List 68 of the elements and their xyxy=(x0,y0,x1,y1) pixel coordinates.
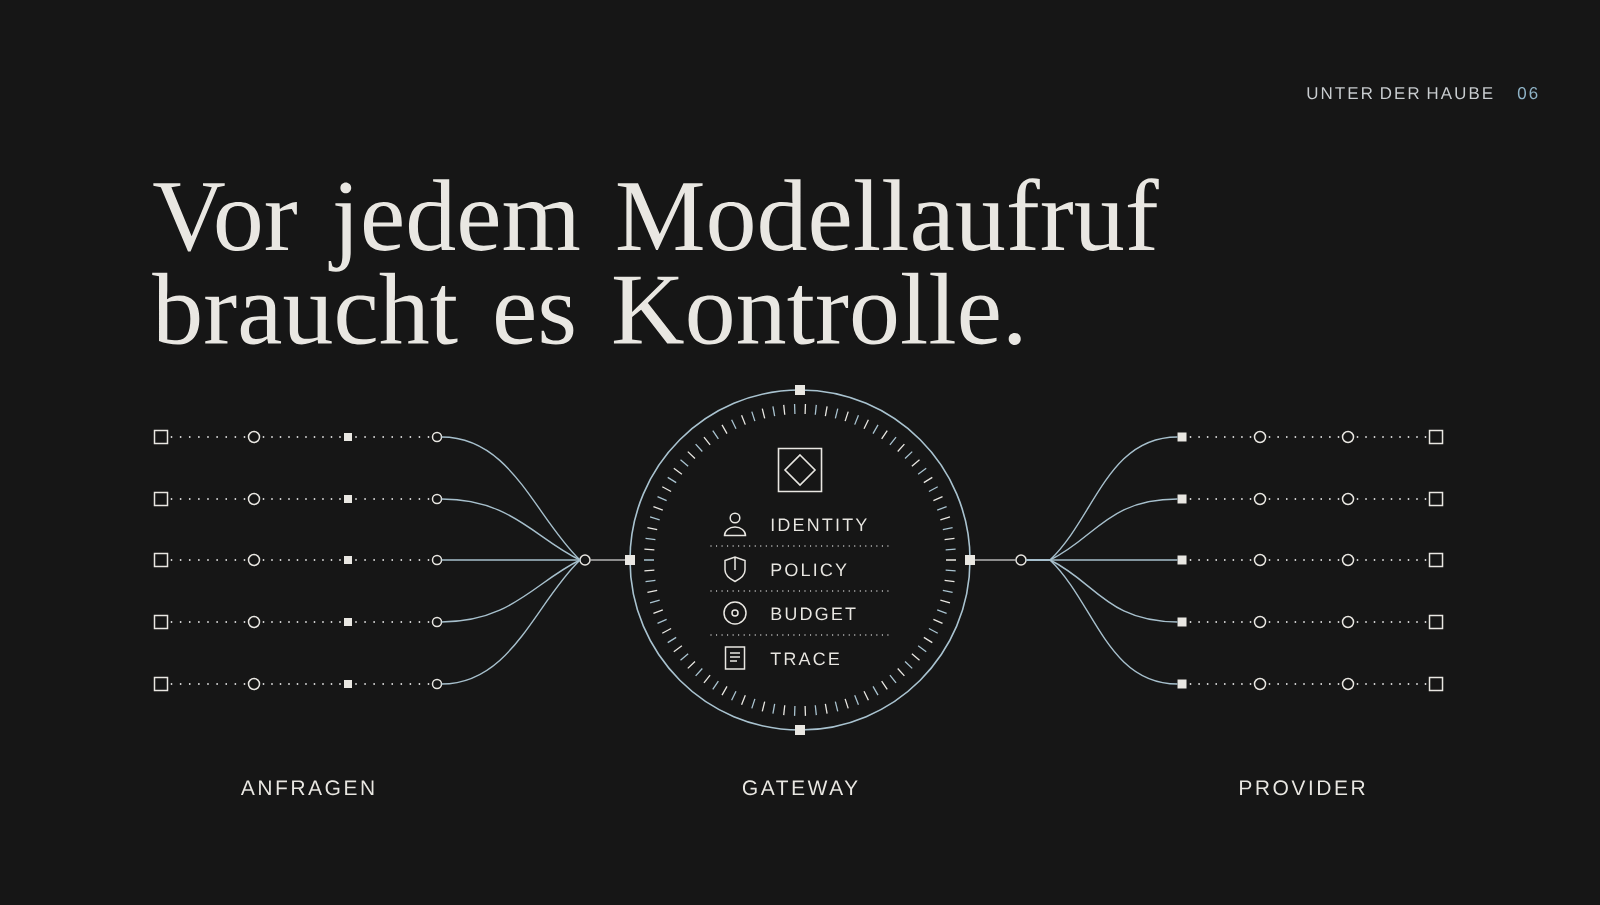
square-marker xyxy=(1177,679,1187,689)
square-marker xyxy=(1177,617,1187,627)
headline: Vor jedem Modellaufruf braucht es Kontrolle. xyxy=(152,178,1159,345)
dotted-line xyxy=(262,436,341,438)
dotted-line xyxy=(1268,621,1340,623)
dotted-line xyxy=(262,559,341,561)
square-marker xyxy=(1428,552,1444,568)
dotted-line xyxy=(1356,498,1427,500)
section-label: UNTER DER HAUBE xyxy=(1307,87,1493,100)
dotted-line xyxy=(1189,621,1252,623)
square-marker xyxy=(1177,494,1187,504)
dotted-line xyxy=(170,621,246,623)
curved-line xyxy=(440,559,581,685)
dotted-line xyxy=(355,498,430,500)
square-marker xyxy=(344,618,352,626)
dotted-line xyxy=(355,436,430,438)
dotted-line xyxy=(1268,559,1340,561)
square-marker xyxy=(344,495,352,503)
square-marker xyxy=(153,491,169,507)
connector-line xyxy=(440,559,581,561)
column-label: GATEWAY xyxy=(742,780,858,796)
square-marker xyxy=(1428,614,1444,630)
dotted-line xyxy=(262,683,341,685)
square-marker xyxy=(1428,676,1444,692)
dotted-line xyxy=(1189,559,1252,561)
square-marker xyxy=(153,552,169,568)
dotted-line xyxy=(170,683,246,685)
dotted-line xyxy=(262,498,341,500)
dotted-line xyxy=(1268,683,1340,685)
dotted-line xyxy=(170,559,246,561)
square-marker xyxy=(153,676,169,692)
dotted-line xyxy=(355,683,430,685)
connector-line xyxy=(974,559,1017,561)
dotted-line xyxy=(1356,436,1427,438)
item-label: BUDGET xyxy=(771,607,856,621)
item-label: TRACE xyxy=(770,652,840,666)
square-marker xyxy=(1177,432,1187,442)
dotted-line xyxy=(355,559,430,561)
item-label: POLICY xyxy=(771,563,847,577)
dotted-line xyxy=(1268,498,1340,500)
dotted-line xyxy=(1268,436,1340,438)
dotted-line xyxy=(1356,621,1427,623)
square-marker xyxy=(153,614,169,630)
connector-line xyxy=(589,559,626,561)
curved-line xyxy=(440,436,581,561)
dotted-line xyxy=(262,621,341,623)
dotted-line xyxy=(1356,559,1427,561)
square-marker xyxy=(1428,491,1444,507)
square-marker xyxy=(344,680,352,688)
item-label: IDENTITY xyxy=(771,518,867,531)
square-marker xyxy=(344,433,352,441)
dotted-line xyxy=(170,498,246,500)
dotted-line xyxy=(1189,683,1252,685)
dotted-line xyxy=(1356,683,1427,685)
dotted-line xyxy=(170,436,246,438)
dotted-line xyxy=(1189,498,1252,500)
column-label: ANFRAGEN xyxy=(240,780,374,796)
curved-line xyxy=(440,498,581,561)
square-marker xyxy=(1428,429,1444,445)
square-marker xyxy=(344,556,352,564)
square-marker xyxy=(1177,555,1187,565)
page-number: 06 xyxy=(1517,87,1538,100)
dotted-line xyxy=(1189,436,1252,438)
dotted-line xyxy=(355,621,430,623)
column-label: PROVIDER xyxy=(1240,780,1365,796)
curved-line xyxy=(1025,559,1179,685)
square-marker xyxy=(153,429,169,445)
curved-line xyxy=(440,559,581,623)
